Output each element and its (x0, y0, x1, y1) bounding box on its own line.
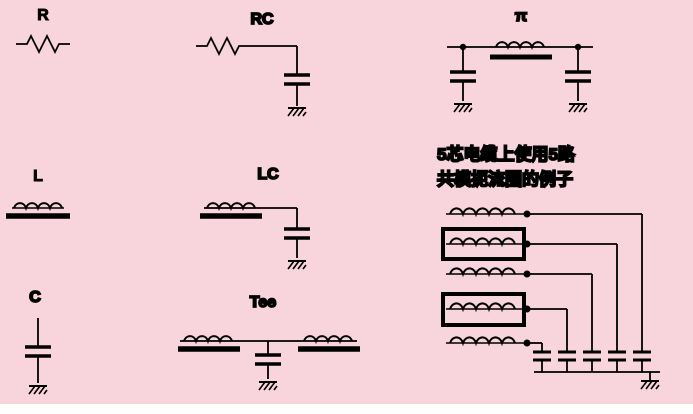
label-rc: RC (250, 11, 274, 28)
caption-line-1: 5芯电缆上使用5路 (437, 144, 576, 164)
filter-tee: Tee (178, 293, 360, 391)
caption-line-2: 共模扼流圈的例子 (437, 169, 573, 189)
label-l: L (33, 168, 43, 185)
label-tee: Tee (250, 294, 276, 311)
label-pi: π (515, 8, 527, 25)
filter-lc: LC (200, 165, 312, 270)
filter-c: C (23, 288, 53, 395)
label-lc: LC (257, 166, 279, 183)
choke-example: 5芯电缆上使用5路 共模扼流圈的例子 (436, 143, 660, 390)
label-r: R (37, 7, 49, 24)
filter-rc: RC (196, 10, 312, 117)
label-c: C (29, 289, 41, 306)
resistor-icon (16, 33, 70, 55)
filter-pi: π (447, 7, 593, 113)
footer-strip (0, 404, 693, 414)
filter-r: R (16, 7, 70, 55)
resistor-icon (196, 35, 250, 57)
filter-l: L (6, 168, 70, 219)
choke-core-frame (441, 227, 526, 261)
choke-core-frame (441, 292, 526, 327)
